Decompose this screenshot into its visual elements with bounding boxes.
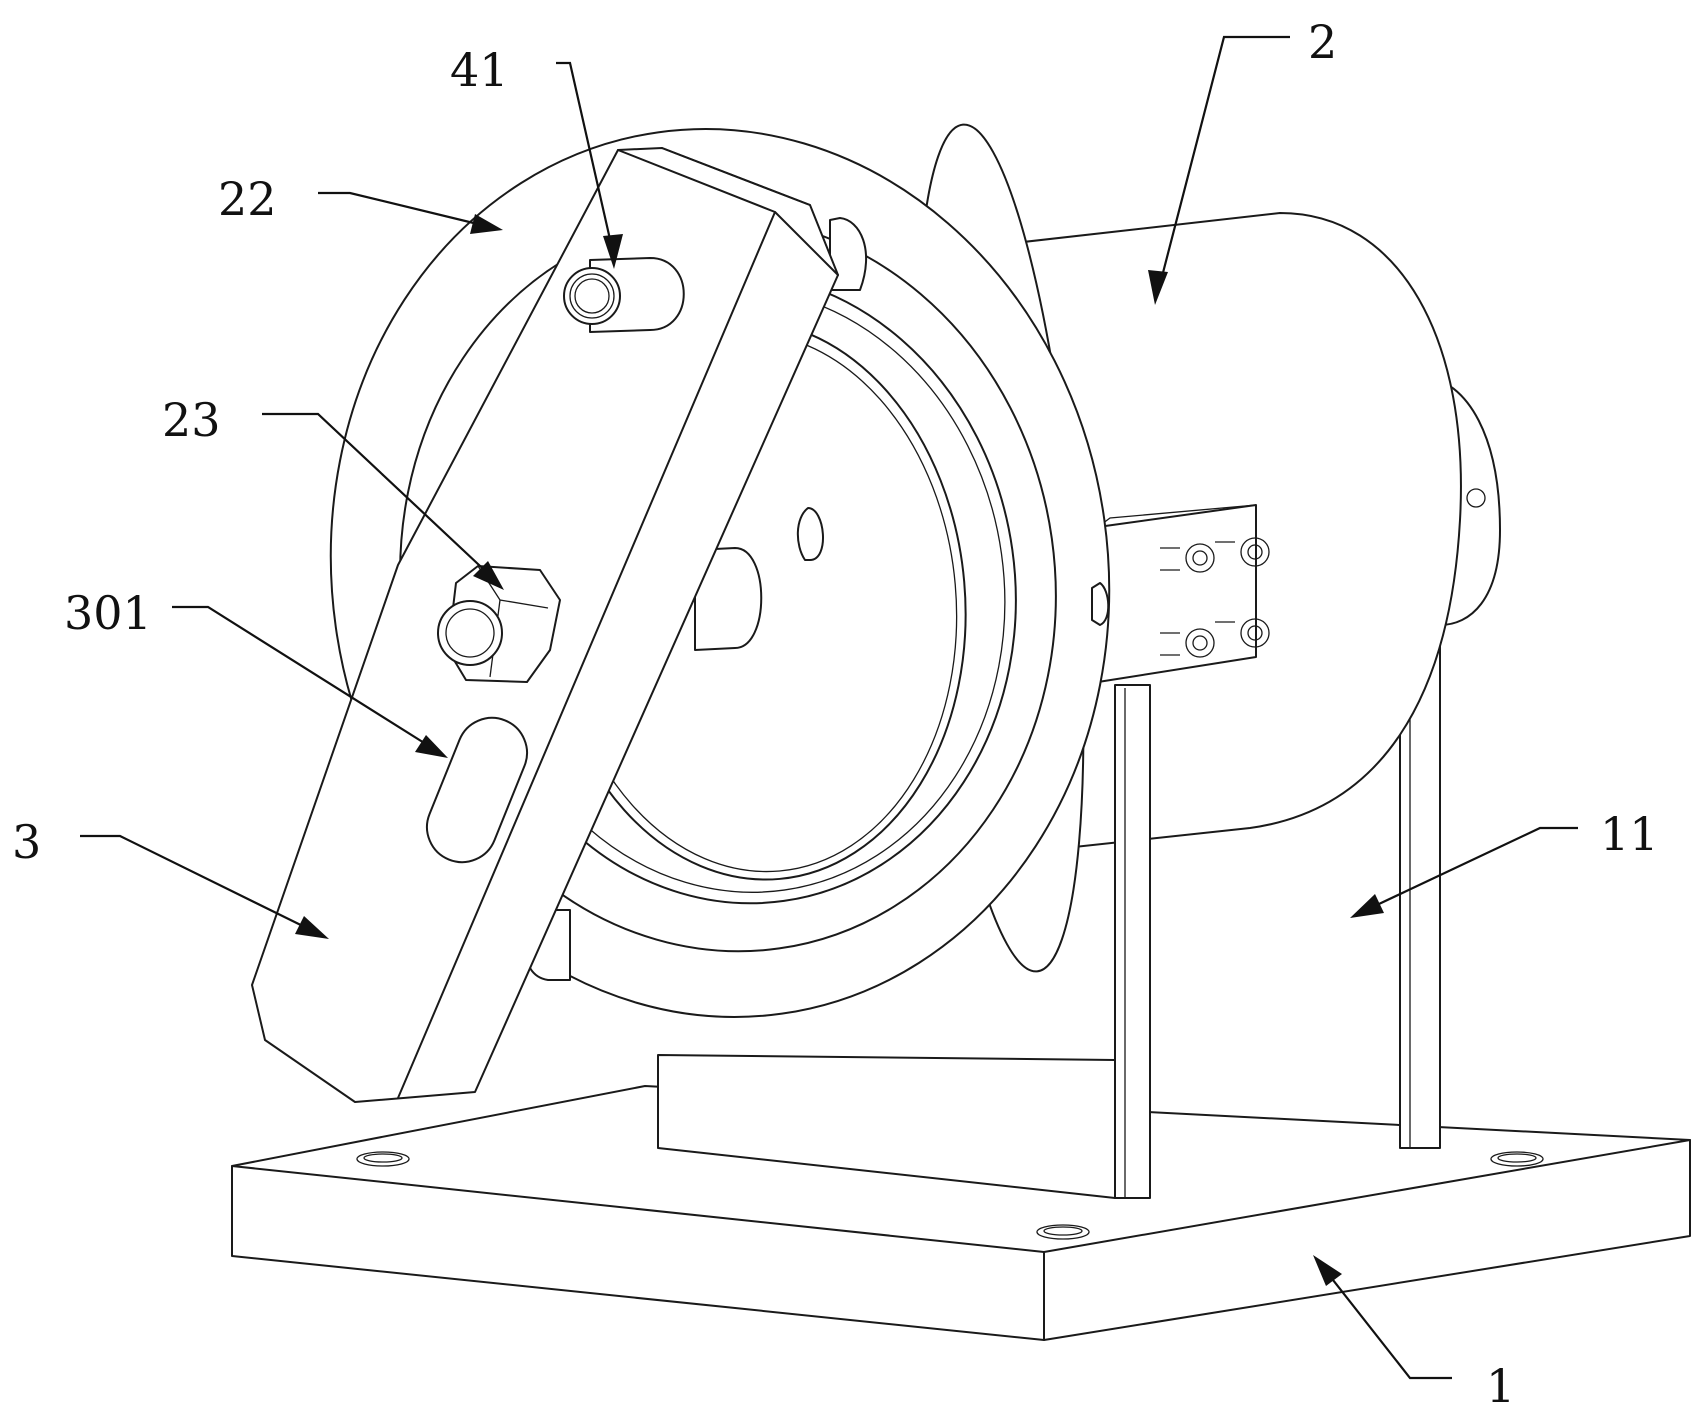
mounting-bracket (1097, 504, 1270, 683)
label-41: 41 (450, 43, 509, 97)
label-23: 23 (162, 393, 221, 447)
label-1: 1 (1486, 1359, 1515, 1413)
rotating-arm (251, 147, 839, 1103)
label-3: 3 (12, 815, 41, 869)
pin (563, 257, 685, 333)
leader-lines (80, 35, 1578, 1380)
bolt-head (437, 600, 503, 666)
reference-labels: 41 2 22 23 301 3 11 1 (12, 15, 1659, 1413)
label-301: 301 (64, 586, 152, 640)
adjustment-slot (426, 716, 528, 864)
label-22: 22 (218, 172, 277, 226)
label-11: 11 (1600, 807, 1659, 861)
support-block (657, 684, 1151, 1199)
label-2: 2 (1308, 15, 1337, 69)
